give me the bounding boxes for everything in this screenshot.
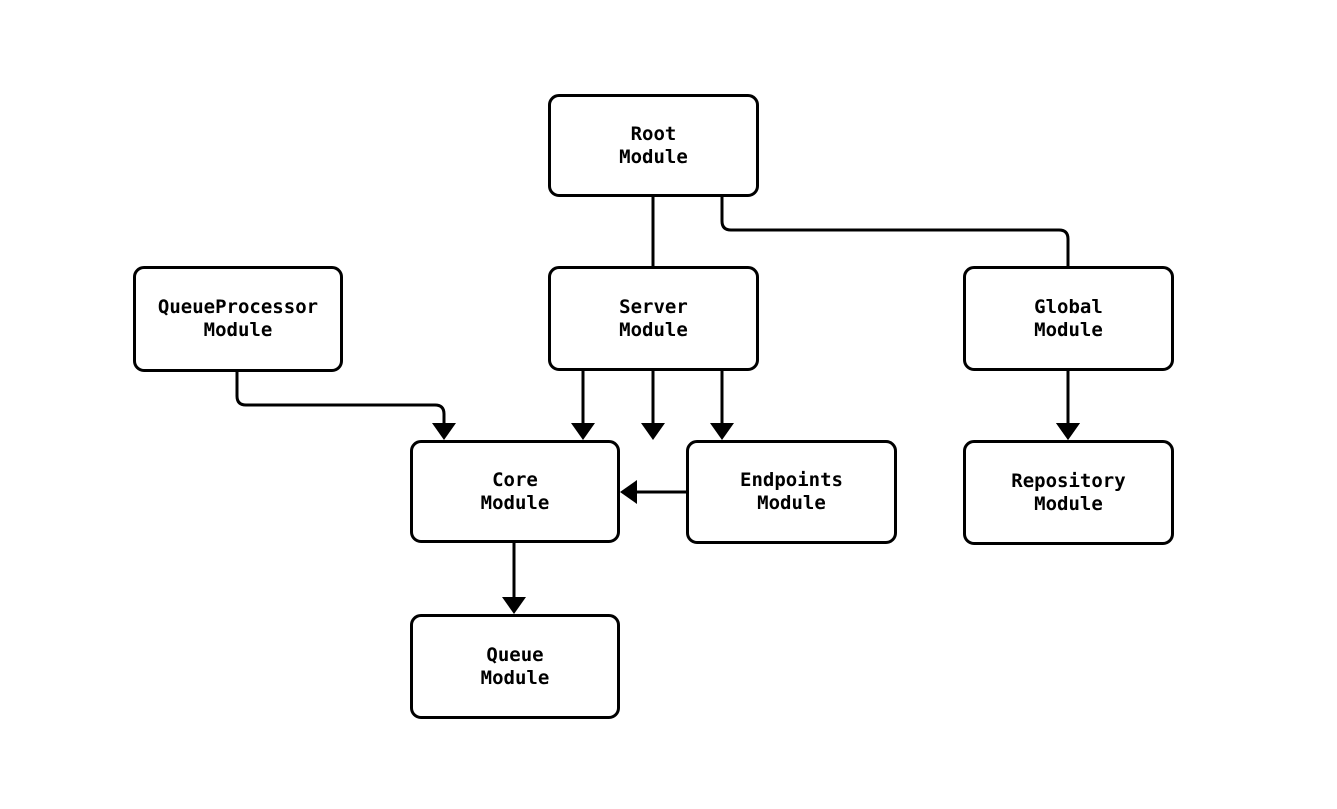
arrowhead-server-core bbox=[571, 423, 595, 440]
arrowhead-global-repository bbox=[1056, 423, 1080, 440]
edge-core-queue bbox=[502, 543, 526, 614]
node-label-server: Server Module bbox=[619, 295, 688, 341]
edge-server-core bbox=[571, 371, 595, 440]
node-label-root: Root Module bbox=[619, 122, 688, 168]
node-core[interactable]: Core Module bbox=[410, 440, 620, 543]
node-queueprocessor[interactable]: QueueProcessor Module bbox=[133, 266, 343, 372]
arrowhead-server-endpoints bbox=[710, 423, 734, 440]
node-queue[interactable]: Queue Module bbox=[410, 614, 620, 719]
arrowhead-core-queue bbox=[502, 597, 526, 614]
arrowhead-endpoints-core bbox=[620, 480, 637, 504]
edge-global-repository bbox=[1056, 371, 1080, 440]
node-label-core: Core Module bbox=[480, 468, 550, 514]
arrowhead-root-server bbox=[641, 423, 665, 440]
edge-server-endpoints bbox=[710, 371, 734, 440]
node-repository[interactable]: Repository Module bbox=[963, 440, 1174, 545]
node-root[interactable]: Root Module bbox=[548, 94, 759, 197]
node-label-queue: Queue Module bbox=[480, 643, 550, 689]
node-label-endpoints: Endpoints Module bbox=[740, 469, 843, 514]
edge-endpoints-core bbox=[620, 480, 686, 504]
node-global[interactable]: Global Module bbox=[963, 266, 1174, 371]
node-label-queueprocessor: QueueProcessor Module bbox=[157, 296, 319, 341]
node-endpoints[interactable]: Endpoints Module bbox=[686, 440, 897, 544]
edge-queueprocessor-core bbox=[235, 372, 456, 440]
arrowhead-queueprocessor-core bbox=[432, 423, 456, 440]
node-label-repository: Repository Module bbox=[1011, 469, 1126, 515]
node-server[interactable]: Server Module bbox=[548, 266, 759, 371]
node-label-global: Global Module bbox=[1034, 295, 1103, 341]
